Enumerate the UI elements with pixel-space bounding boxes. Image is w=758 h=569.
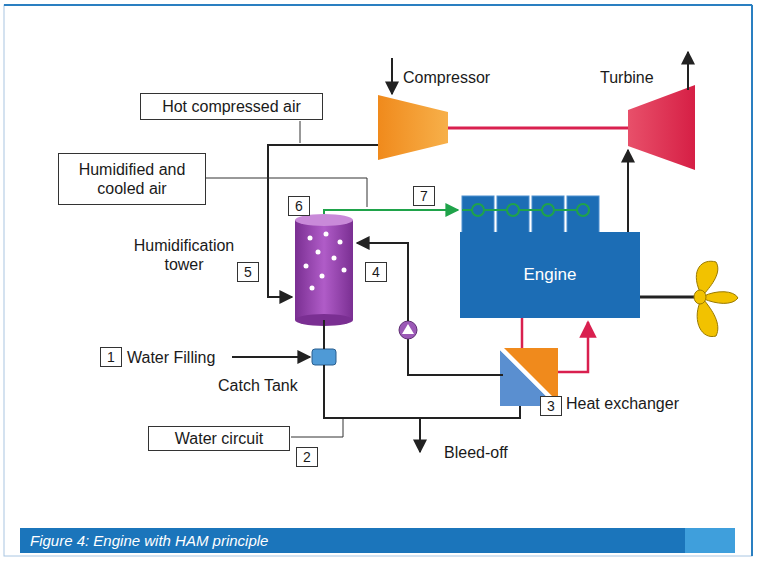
compressor-symbol <box>378 95 448 160</box>
label-box: Humidified and cooled air <box>58 153 206 205</box>
turbine-symbol <box>628 85 695 170</box>
bubbles <box>304 232 347 291</box>
callout-number: 1 <box>107 349 115 365</box>
callout-number: 2 <box>303 449 311 465</box>
box-text: Humidified and cooled air <box>59 160 205 198</box>
water-pipe <box>324 365 520 418</box>
callout-number: 6 <box>295 198 303 214</box>
filling-arrow <box>232 356 310 358</box>
pump <box>399 321 417 339</box>
humid-air-pipe <box>324 210 458 214</box>
callout-number: 3 <box>540 396 562 416</box>
callout-number: 2 <box>296 447 318 467</box>
coolant-out <box>521 318 524 348</box>
exhaust-arrow <box>687 52 689 90</box>
caption-text: Figure 4: Engine with HAM principle <box>30 532 268 549</box>
humidification-tower <box>295 220 353 320</box>
part-label: Turbine <box>600 68 654 87</box>
box-text: Water circuit <box>175 429 263 448</box>
frame <box>4 5 752 556</box>
part-label: Humidification tower <box>128 236 240 274</box>
frame-top <box>4 4 752 6</box>
callout-number: 1 <box>100 347 122 367</box>
callout-number: 5 <box>237 262 259 282</box>
box-text: Engine <box>524 265 577 285</box>
flow-label: Bleed-off <box>444 443 508 462</box>
coolant-return <box>558 322 588 372</box>
part-label: Catch Tank <box>218 376 298 395</box>
caption-band: Figure 4: Engine with HAM principle <box>20 528 735 553</box>
hot-air-pipe <box>268 145 378 297</box>
catch-tank <box>312 349 336 365</box>
frame-right <box>751 5 753 556</box>
part-label: Water Filling <box>127 348 215 367</box>
callout-number: 6 <box>288 196 310 216</box>
exhaust-pipe <box>627 150 629 232</box>
shaft <box>448 127 628 130</box>
engine-block: Engine <box>460 232 640 318</box>
engine-cylinders <box>462 196 599 234</box>
box-text: Hot compressed air <box>162 97 301 116</box>
propeller <box>694 261 738 336</box>
water-pipe <box>357 243 408 321</box>
air-inlet-arrow <box>391 58 393 94</box>
callout-number: 4 <box>372 264 380 280</box>
callout-number: 5 <box>244 264 252 280</box>
label-box: Hot compressed air <box>140 93 323 120</box>
leader-line <box>291 419 343 437</box>
water-pipe <box>408 339 503 375</box>
callout-number: 4 <box>365 262 387 282</box>
bleed-arrow <box>419 418 421 452</box>
callout-number: 7 <box>420 188 428 204</box>
propeller-shaft <box>640 296 696 299</box>
callout-number: 3 <box>547 398 555 414</box>
leader-line <box>300 121 301 143</box>
part-label: Heat exchanger <box>566 394 679 413</box>
callout-number: 7 <box>413 186 435 206</box>
leader-line <box>201 178 367 207</box>
part-label: Compressor <box>403 68 490 87</box>
label-box: Water circuit <box>148 426 290 451</box>
